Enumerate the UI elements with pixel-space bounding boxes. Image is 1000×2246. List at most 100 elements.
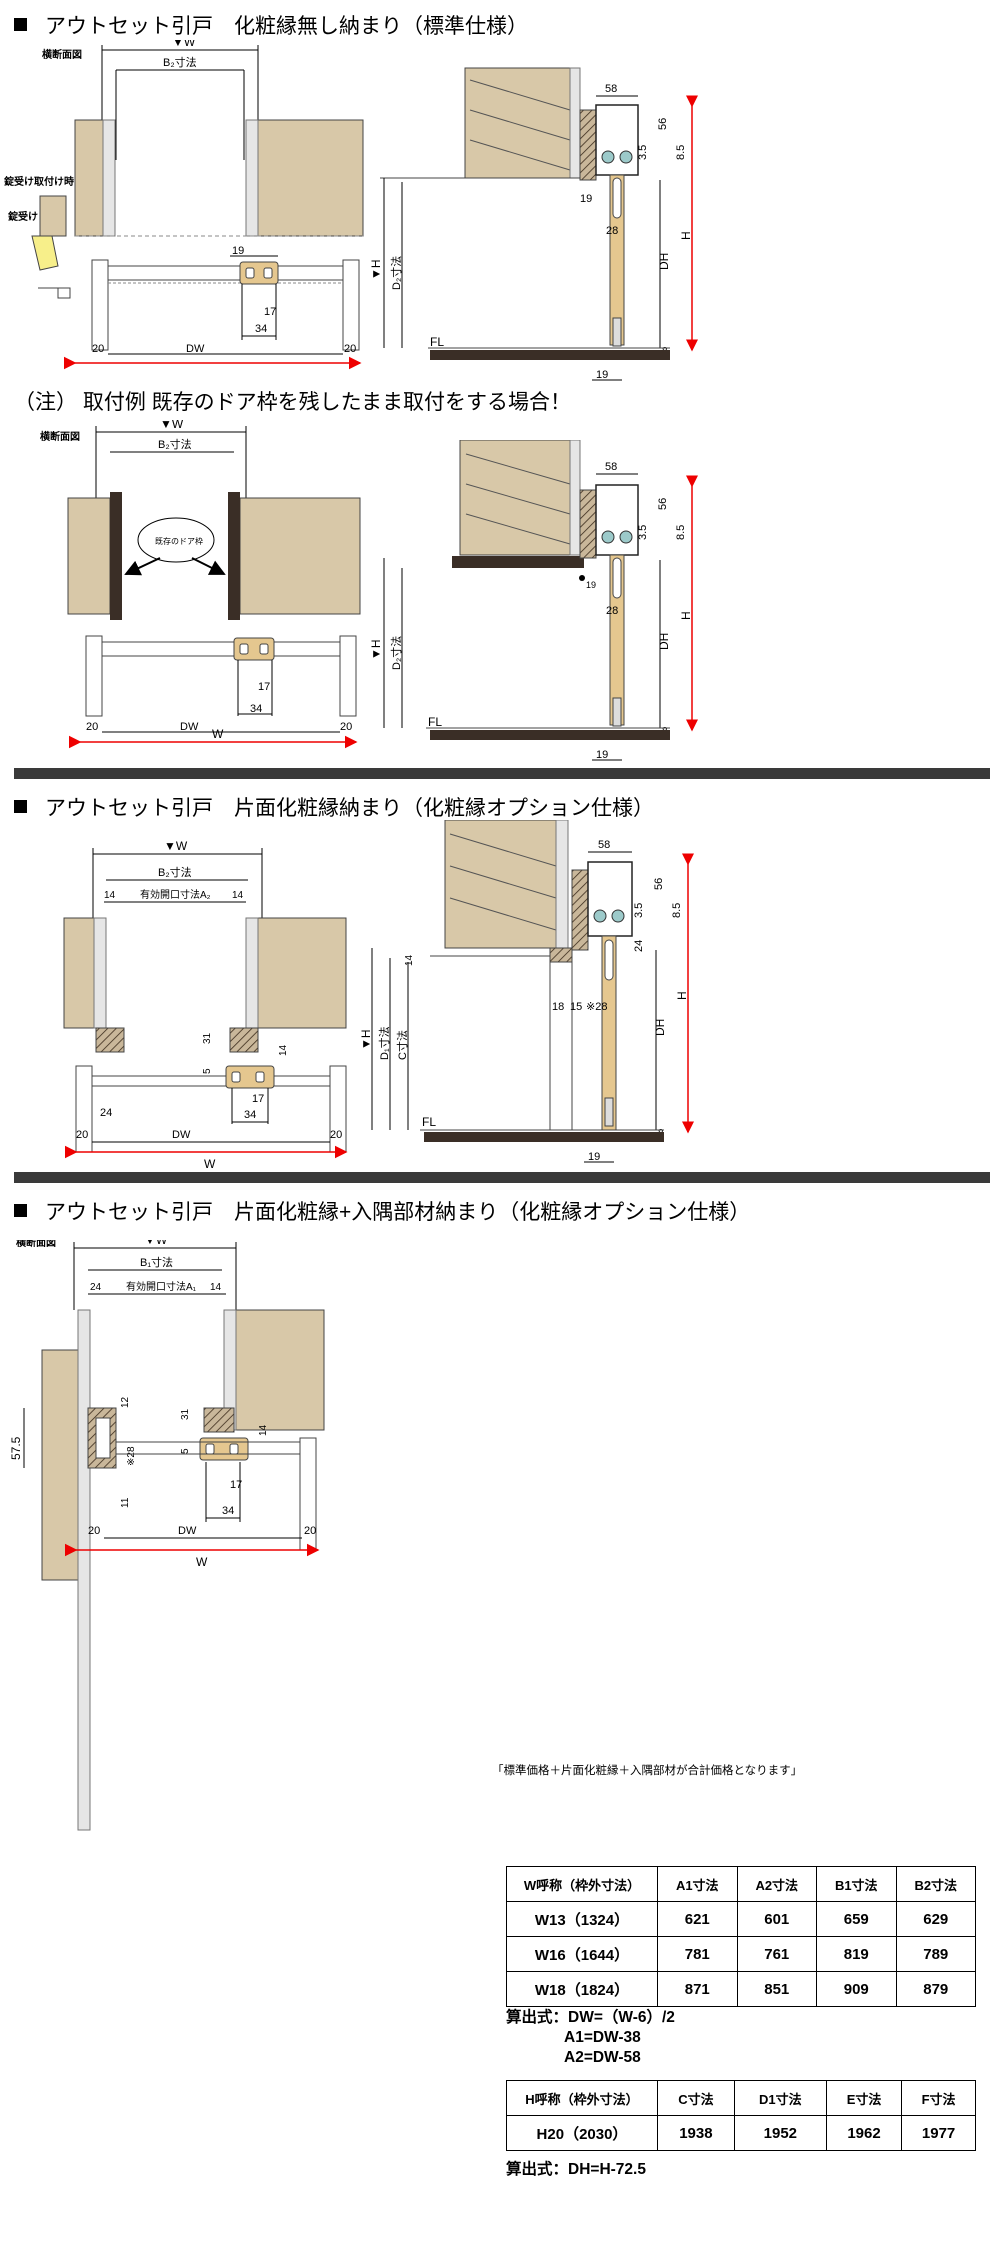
s1v-d2: D₂寸法 xyxy=(389,256,403,290)
table-cell: 879 xyxy=(895,1971,976,2007)
s3-b2: B₂寸法 xyxy=(158,865,192,879)
table-cell: W18（1824） xyxy=(506,1971,658,2007)
table-header: H呼称（枠外寸法） xyxy=(506,2080,658,2116)
s2v-19-bottom: 19 xyxy=(596,749,608,761)
s1-b2: B₂寸法 xyxy=(163,55,197,69)
s3-14-left: 14 xyxy=(104,890,116,901)
s4-575: 57.5 xyxy=(9,1436,23,1460)
table-cell: 1962 xyxy=(825,2115,903,2151)
s3-w-top: ▼W xyxy=(164,839,188,853)
table-cell: 1977 xyxy=(901,2115,976,2151)
s2-20-left: 20 xyxy=(86,721,98,733)
s1-19: 19 xyxy=(232,245,244,257)
s2-w-top: ▼W xyxy=(160,420,184,431)
section-2-title: （注） 取付例 既存のドア枠を残したまま取付をする場合！ xyxy=(14,391,572,414)
s3v-h: H xyxy=(675,991,689,1000)
s2-existing-frame-callout xyxy=(137,517,215,563)
s3v-dh: DH xyxy=(653,1019,667,1036)
table-cell: W16（1644） xyxy=(506,1936,658,1972)
s1-20-right: 20 xyxy=(344,343,356,355)
price-note: 「標準価格＋片面化粧縁＋入隅部材が合計価格となります」 xyxy=(492,1765,803,1777)
s1-dw: DW xyxy=(186,343,205,355)
formula-w: 算出式：DW=（W-6）/2 A1=DW-38 A2=DW-58 xyxy=(506,2008,675,2068)
s4-w-top: ▼W xyxy=(144,1240,168,1247)
s4-w-bottom: W xyxy=(196,1555,208,1569)
table-header-row: H呼称（枠外寸法） C寸法 D1寸法 E寸法 F寸法 xyxy=(506,2080,976,2116)
table-row: H20（2030） 1938 1952 1962 1977 xyxy=(506,2115,976,2151)
s3v-24: 24 xyxy=(633,940,645,952)
s2-b2: B₂寸法 xyxy=(158,437,192,451)
s3-plan-view: ▼W B₂寸法 14 有効開口寸法A₂ 14 31 14 5 24 17 34 … xyxy=(63,839,348,1170)
s2-w-bottom: W xyxy=(212,727,224,741)
s1v-85: 8.5 xyxy=(675,145,687,160)
s1v-h: H xyxy=(679,231,693,240)
table-cell: 789 xyxy=(895,1936,976,1972)
s4-14: 14 xyxy=(210,1282,222,1293)
s2-17: 17 xyxy=(258,681,270,693)
s2v-35: 3.5 xyxy=(637,525,649,540)
s2v-h-left: ▼H xyxy=(370,639,383,660)
table-cell: 909 xyxy=(816,1971,897,2007)
table-header: A2寸法 xyxy=(736,1866,817,1902)
s1v-dh: DH xyxy=(657,253,671,270)
s2v-85: 8.5 xyxy=(675,525,687,540)
s1-section-view-label: 横断面図 xyxy=(42,48,82,61)
s4-b1: B₁寸法 xyxy=(140,1255,173,1269)
s1v-56: 56 xyxy=(657,118,669,130)
formula-w-line2: A1=DW-38 xyxy=(564,2029,641,2046)
s4-24: 24 xyxy=(90,1282,102,1293)
section-1-title: アウトセット引戸 化粧縁無し納まり（標準仕様） xyxy=(14,10,528,40)
table-header: E寸法 xyxy=(825,2080,903,2116)
s3-31: 31 xyxy=(202,1032,213,1044)
s3-dw: DW xyxy=(172,1129,191,1141)
s4-34: 34 xyxy=(222,1505,234,1517)
s4-a1: 有効開口寸法A₁ xyxy=(126,1280,197,1293)
table-cell: H20（2030） xyxy=(506,2115,658,2151)
s1-vertical-view: 58 3.5 56 8.5 19 28 DH H 8 ▼H D₂寸法 FL 19 xyxy=(370,67,698,381)
s3v-15: 15 xyxy=(570,1001,582,1013)
s4-14-mid: 14 xyxy=(258,1424,269,1436)
s4-plan-view: 横断面図 ▼W B₁寸法 24 有効開口寸法A₁ 14 12 31 14 5 ※… xyxy=(9,1240,325,1831)
s4-17: 17 xyxy=(230,1479,242,1491)
s1-17: 17 xyxy=(264,306,276,318)
s2v-fl: FL xyxy=(428,715,442,729)
formula-h: 算出式：DH=H-72.5 xyxy=(506,2161,646,2178)
s4-dw: DW xyxy=(178,1525,197,1537)
s1v-58: 58 xyxy=(605,83,617,95)
formula-w-line3: A2=DW-58 xyxy=(564,2049,641,2066)
bullet-square-icon xyxy=(14,800,27,813)
s3v-d1: D₁寸法 xyxy=(377,1026,391,1060)
s1-34: 34 xyxy=(255,323,267,335)
s1-plan-view: 横断面図 ▼W B₂寸法 19 17 34 20 20 DW W 錠受け取付け時… xyxy=(4,40,364,370)
s1v-28: 28 xyxy=(606,225,618,237)
table-header: B2寸法 xyxy=(895,1866,976,1902)
table-row: W18（1824） 871 851 909 879 xyxy=(506,1971,976,2007)
bullet-square-icon xyxy=(14,1204,27,1217)
s2v-dh: DH xyxy=(657,633,671,650)
s3-17: 17 xyxy=(252,1093,264,1105)
table-cell: 629 xyxy=(895,1901,976,1937)
table-header: C寸法 xyxy=(657,2080,735,2116)
s1v-19-bottom: 19 xyxy=(596,369,608,381)
table-cell: 1938 xyxy=(657,2115,735,2151)
s1-20-left: 20 xyxy=(92,343,104,355)
table-header-row: W呼称（枠外寸法） A1寸法 A2寸法 B1寸法 B2寸法 xyxy=(506,1866,976,1902)
s4-20-left: 20 xyxy=(88,1525,100,1537)
table-header: A1寸法 xyxy=(657,1866,738,1902)
table-cell: 621 xyxy=(657,1901,738,1937)
s4-31: 31 xyxy=(180,1408,191,1420)
s4-28x: ※28 xyxy=(126,1446,137,1466)
table-cell: 659 xyxy=(816,1901,897,1937)
s3-24: 24 xyxy=(100,1107,112,1119)
s4-20-right: 20 xyxy=(304,1525,316,1537)
s3v-35: 3.5 xyxy=(633,903,645,918)
s2v-58: 58 xyxy=(605,461,617,473)
w-dimension-table: W呼称（枠外寸法） A1寸法 A2寸法 B1寸法 B2寸法 W13（1324） … xyxy=(506,1866,976,2007)
s3v-18: 18 xyxy=(552,1001,564,1013)
s3-20-left: 20 xyxy=(76,1129,88,1141)
s2v-h: H xyxy=(679,611,693,620)
s1-w-top: ▼W xyxy=(172,40,196,49)
s3v-19-bottom: 19 xyxy=(588,1151,600,1163)
table-cell: 871 xyxy=(657,1971,738,2007)
s3-a2: 有効開口寸法A₂ xyxy=(140,888,211,901)
